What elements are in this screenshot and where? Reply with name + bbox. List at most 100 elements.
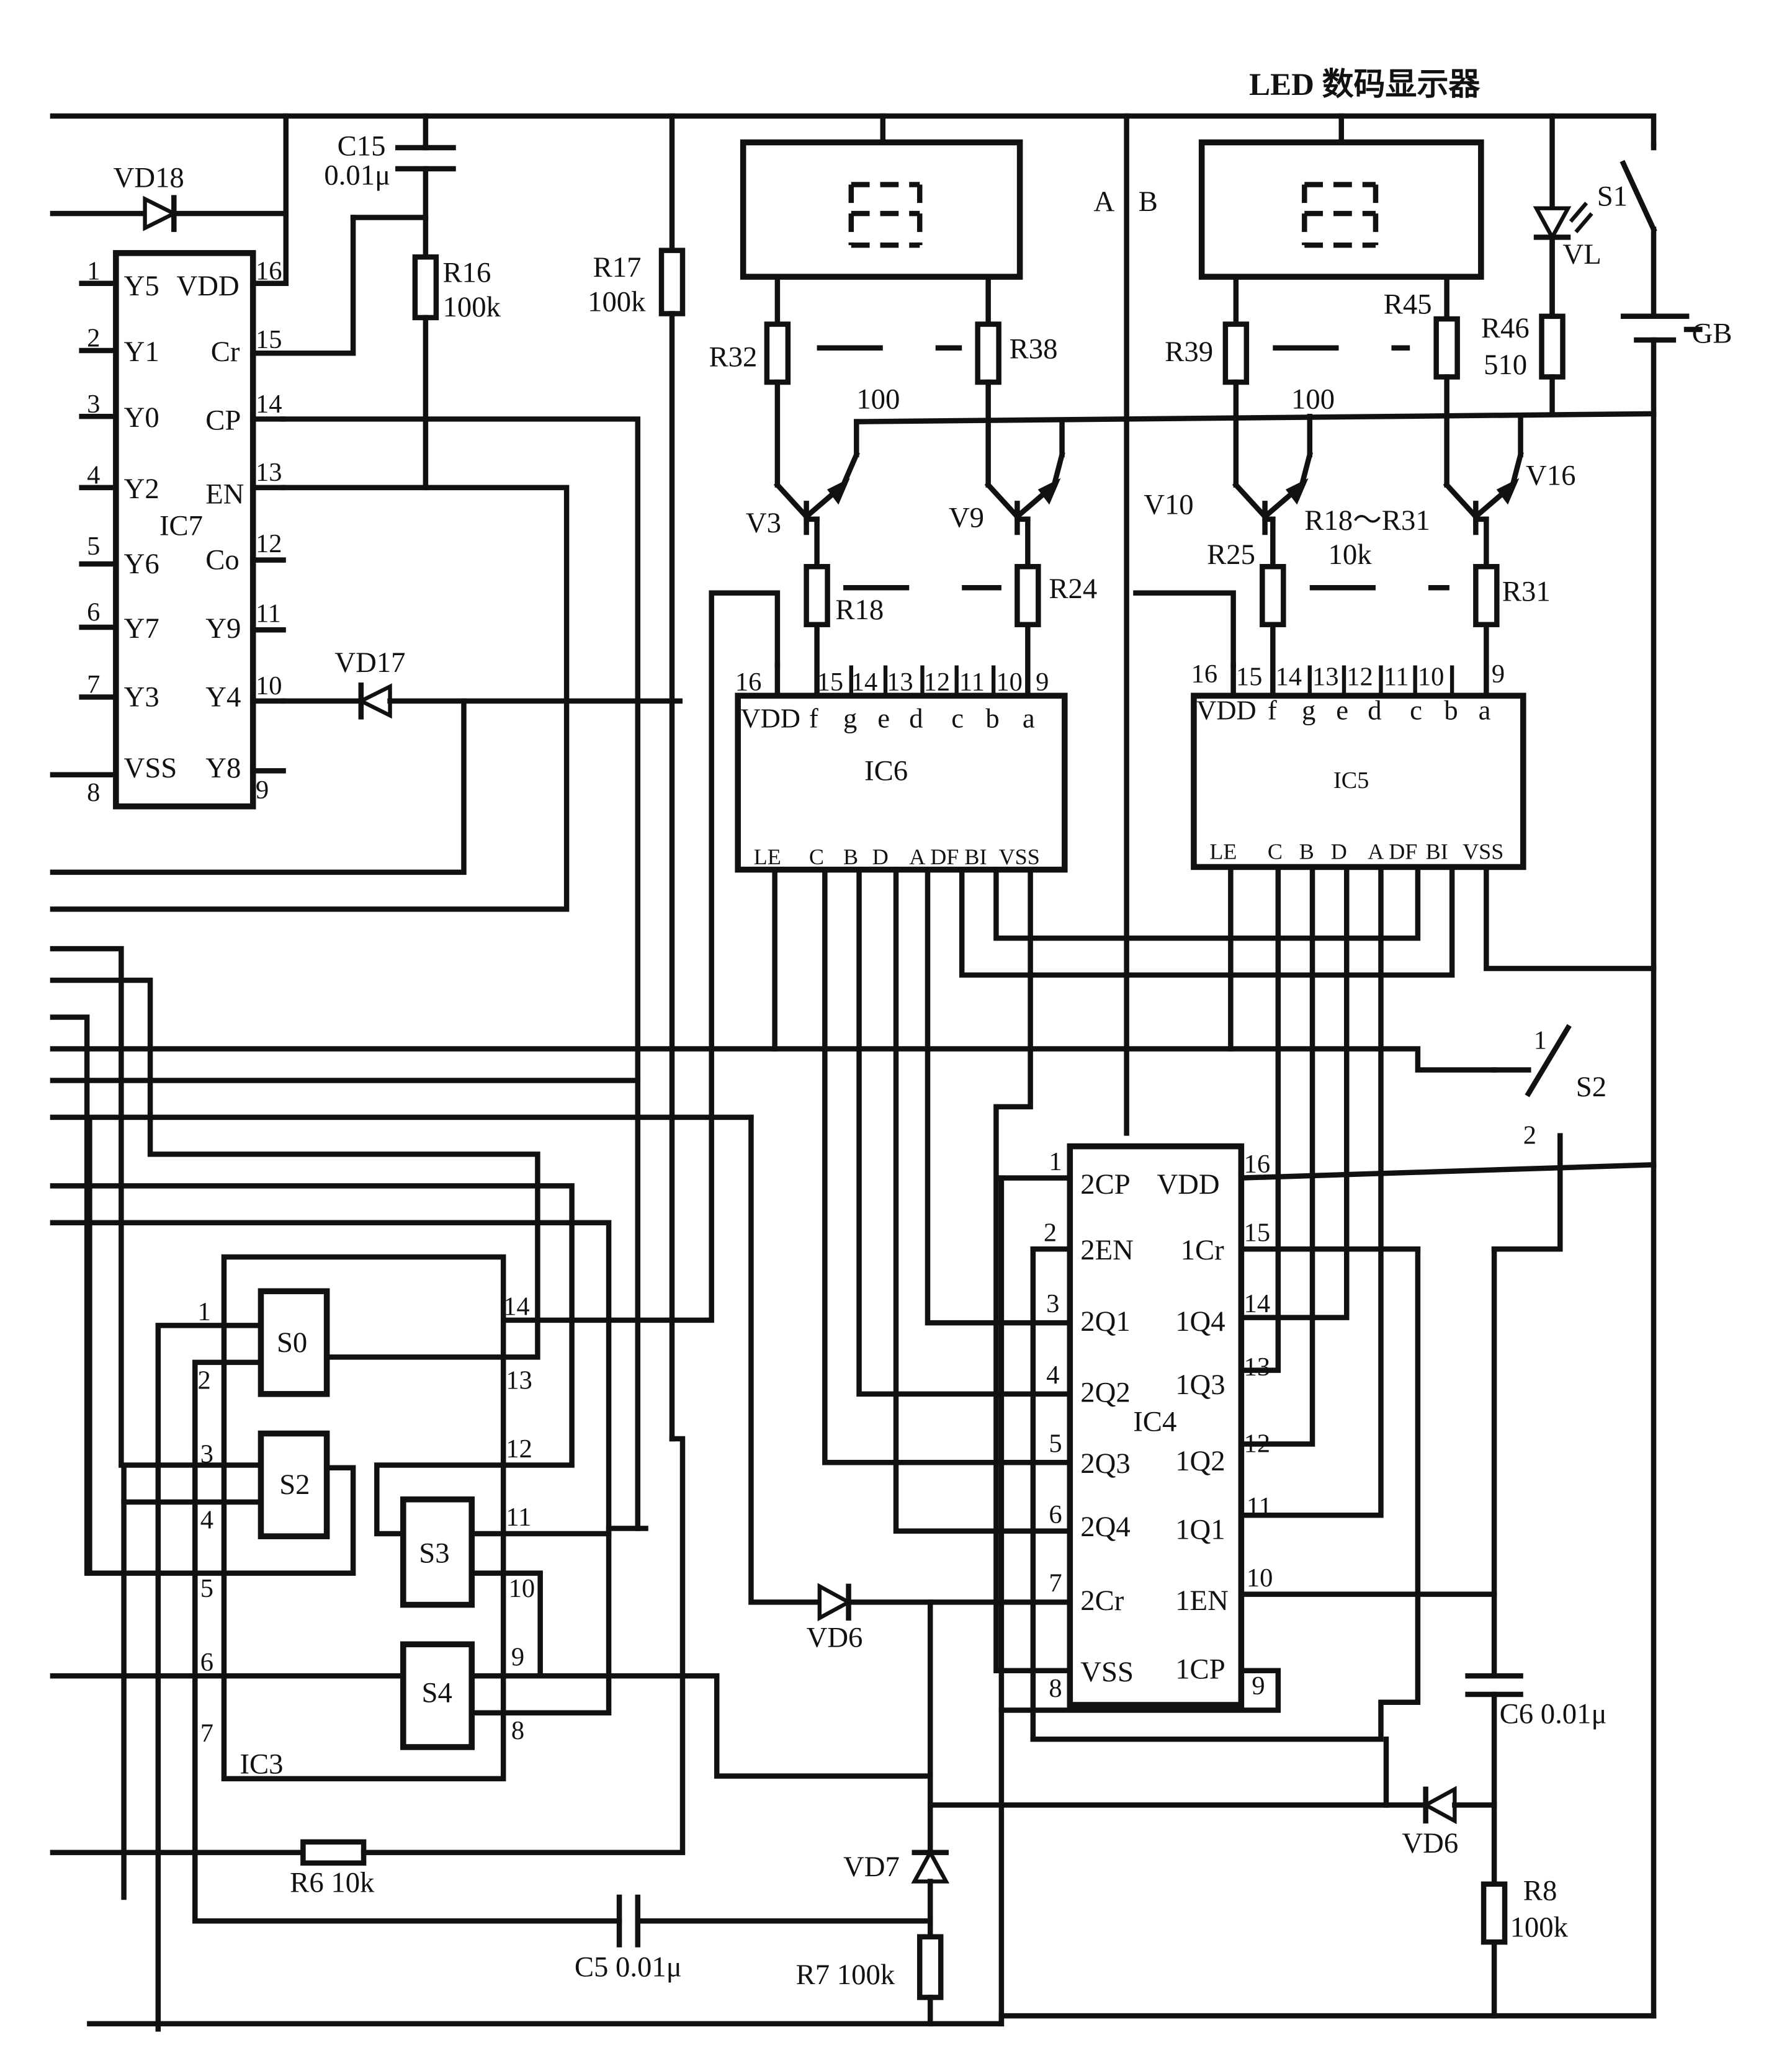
svg-text:C5 0.01μ: C5 0.01μ <box>575 1951 682 1983</box>
ic3-chip: IC3 S0 S2 S3 S4 1 2 3 4 5 6 7 14 13 12 1… <box>198 1254 535 1782</box>
svg-text:R8: R8 <box>1523 1874 1557 1907</box>
svg-text:14: 14 <box>256 390 282 419</box>
svg-text:16: 16 <box>1244 1150 1270 1179</box>
ic3-pin-numbers: 1 2 3 4 5 6 7 14 13 12 11 10 9 8 <box>198 1292 535 1748</box>
svg-text:g: g <box>843 702 857 733</box>
svg-text:2: 2 <box>87 324 100 353</box>
svg-text:10k: 10k <box>1328 539 1373 571</box>
svg-text:Y8: Y8 <box>205 752 241 784</box>
svg-text:C15: C15 <box>338 130 386 163</box>
svg-text:f: f <box>809 702 818 733</box>
svg-text:VSS: VSS <box>1080 1656 1134 1688</box>
svg-text:10: 10 <box>256 671 282 700</box>
svg-text:6: 6 <box>1049 1500 1062 1529</box>
svg-text:Co: Co <box>205 544 240 576</box>
svg-text:S3: S3 <box>419 1537 449 1570</box>
svg-text:Y3: Y3 <box>124 681 159 713</box>
svg-text:16: 16 <box>735 668 761 697</box>
svg-text:100k: 100k <box>443 291 501 323</box>
svg-text:13: 13 <box>506 1366 532 1395</box>
svg-text:VD7: VD7 <box>843 1851 900 1883</box>
svg-text:7: 7 <box>1049 1568 1062 1598</box>
transistor-v3: V3 <box>746 451 860 570</box>
transistor-v10: V10 <box>1144 451 1313 570</box>
svg-text:D: D <box>1331 839 1347 864</box>
svg-text:11: 11 <box>1247 1492 1272 1521</box>
ic7-chip: IC7 1 2 3 4 5 6 7 8 Y5 Y1 Y0 Y2 Y6 Y7 Y3 <box>50 250 289 810</box>
segment-resistors-left: R32 R38 <box>709 274 1058 488</box>
svg-text:3: 3 <box>1046 1289 1059 1318</box>
svg-text:1Cr: 1Cr <box>1181 1234 1225 1266</box>
svg-text:3: 3 <box>87 390 100 419</box>
svg-text:R7 100k: R7 100k <box>796 1959 895 1991</box>
svg-text:2CP: 2CP <box>1080 1168 1130 1201</box>
switch-s2: 1 2 S2 <box>1491 1024 1606 1252</box>
svg-text:D: D <box>872 844 889 869</box>
ic6-label: IC6 <box>864 754 908 787</box>
svg-text:100k: 100k <box>1510 1912 1569 1944</box>
svg-text:6: 6 <box>87 597 100 627</box>
svg-text:LE: LE <box>754 844 781 869</box>
svg-text:b: b <box>1444 695 1458 726</box>
svg-text:4: 4 <box>200 1505 213 1534</box>
svg-text:14: 14 <box>1244 1289 1270 1318</box>
svg-text:2Q1: 2Q1 <box>1080 1305 1130 1338</box>
svg-text:Y4: Y4 <box>205 681 241 713</box>
svg-text:VL: VL <box>1563 238 1602 271</box>
svg-text:R18: R18 <box>835 594 884 626</box>
svg-text:15: 15 <box>1236 662 1262 691</box>
ic7-right-pins: 16 15 14 13 12 11 10 9 VDD Cr CP EN Co Y… <box>177 256 289 805</box>
svg-text:VSS: VSS <box>999 844 1040 869</box>
svg-text:1: 1 <box>1534 1026 1547 1055</box>
svg-text:c: c <box>951 702 964 733</box>
svg-text:8: 8 <box>511 1716 524 1745</box>
svg-text:7: 7 <box>200 1719 213 1748</box>
svg-text:15: 15 <box>1244 1219 1270 1248</box>
svg-text:A: A <box>1368 839 1384 864</box>
svg-text:R38: R38 <box>1010 333 1058 365</box>
svg-text:C6 0.01μ: C6 0.01μ <box>1500 1698 1607 1730</box>
svg-text:9: 9 <box>1492 660 1505 689</box>
display-title: LED 数码显示器 <box>1249 67 1481 102</box>
svg-text:2Q3: 2Q3 <box>1080 1447 1130 1480</box>
svg-text:13: 13 <box>1244 1353 1270 1382</box>
svg-text:R25: R25 <box>1207 539 1255 571</box>
diode-vd6-right: VD6 <box>1383 1736 1497 1859</box>
svg-text:1Q3: 1Q3 <box>1175 1369 1225 1401</box>
node-b-label: B <box>1139 186 1158 218</box>
svg-text:VD18: VD18 <box>114 162 184 194</box>
svg-text:Cr: Cr <box>211 336 240 368</box>
ic3-label: IC3 <box>240 1748 283 1780</box>
svg-text:10: 10 <box>1247 1563 1273 1593</box>
svg-text:e: e <box>1336 695 1348 726</box>
svg-text:8: 8 <box>1049 1674 1062 1703</box>
svg-text:10: 10 <box>996 668 1022 697</box>
svg-text:DF: DF <box>1389 839 1417 864</box>
svg-text:13: 13 <box>887 668 913 697</box>
svg-text:VSS: VSS <box>1463 839 1503 864</box>
transistor-rail <box>854 411 1657 458</box>
svg-text:15: 15 <box>256 325 282 354</box>
ic5-bottom-wiring <box>1228 864 1657 1518</box>
transistor-v9: V9 <box>949 451 1065 570</box>
svg-text:C: C <box>1268 839 1283 864</box>
svg-text:R16: R16 <box>443 257 491 289</box>
svg-text:14: 14 <box>851 668 877 697</box>
ic6-bottom-wiring <box>772 867 1455 1674</box>
top-supply-rail <box>50 113 1657 1136</box>
ic3-wiring <box>50 946 933 2032</box>
svg-text:1Q4: 1Q4 <box>1175 1305 1225 1338</box>
svg-text:DF: DF <box>930 844 959 869</box>
diode-vd17: VD17 <box>280 646 683 720</box>
svg-text:f: f <box>1268 695 1277 726</box>
svg-text:S2: S2 <box>1576 1071 1606 1103</box>
ic4-left-pins: 1 2 3 4 5 6 7 8 2CP 2EN 2Q1 2Q2 2Q3 2Q4 … <box>998 1147 1134 1742</box>
diode-vd6-left: VD6 <box>748 1114 1073 1654</box>
svg-text:A: A <box>909 844 925 869</box>
svg-text:1Q2: 1Q2 <box>1175 1445 1225 1477</box>
resistor-r17: R17 100k <box>588 248 686 1442</box>
svg-text:12: 12 <box>1244 1429 1270 1458</box>
svg-text:1EN: 1EN <box>1175 1585 1229 1617</box>
svg-text:a: a <box>1479 695 1491 726</box>
